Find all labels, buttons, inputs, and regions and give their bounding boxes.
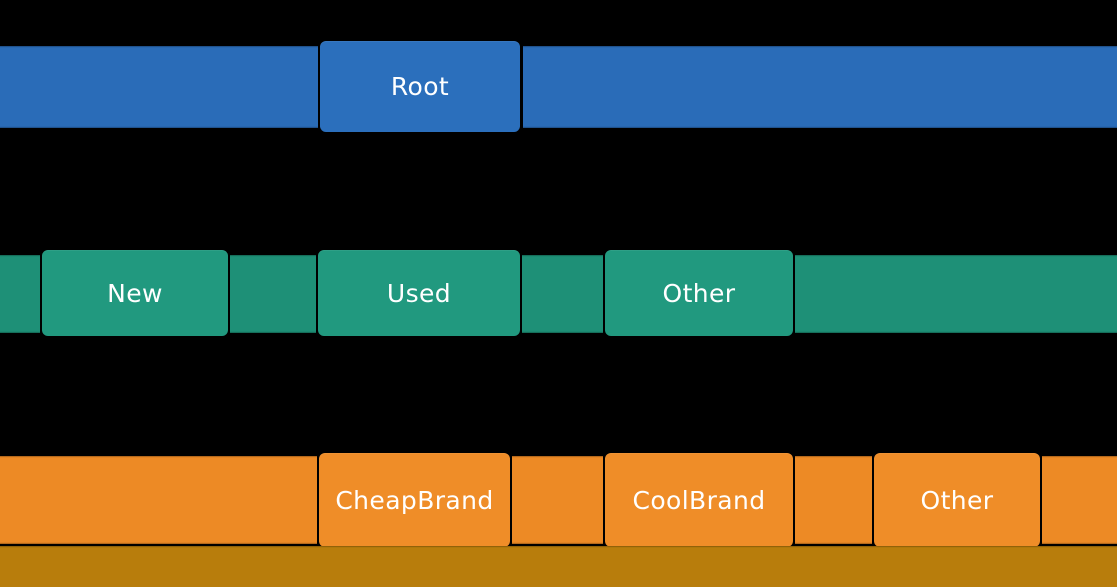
coolbrand-node[interactable]: CoolBrand [605, 453, 793, 547]
root-node[interactable]: Root [320, 41, 520, 132]
new-node[interactable]: New [42, 250, 228, 336]
band-cell [0, 456, 317, 544]
cheapbrand-node[interactable]: CheapBrand [319, 453, 510, 547]
band-cell [230, 255, 316, 333]
other-level2-node[interactable]: Other [874, 453, 1040, 547]
new-node-label: New [107, 278, 163, 308]
other-level1-node[interactable]: Other [605, 250, 793, 336]
used-node[interactable]: Used [318, 250, 520, 336]
band-cell [522, 255, 603, 333]
used-node-label: Used [386, 278, 452, 308]
band-cell [512, 456, 603, 544]
band-cell [0, 255, 40, 333]
cheapbrand-node-label: CheapBrand [335, 485, 494, 515]
other-level2-node-label: Other [920, 485, 994, 515]
other-level1-node-label: Other [662, 278, 736, 308]
band-cell [795, 456, 872, 544]
coolbrand-node-label: CoolBrand [632, 485, 766, 515]
band-cell [1042, 456, 1117, 544]
row-depth3-truncated [0, 546, 1117, 587]
band-cell [523, 46, 1117, 128]
band-cell [795, 255, 1117, 333]
band-cell [0, 46, 318, 128]
root-node-label: Root [390, 72, 450, 101]
